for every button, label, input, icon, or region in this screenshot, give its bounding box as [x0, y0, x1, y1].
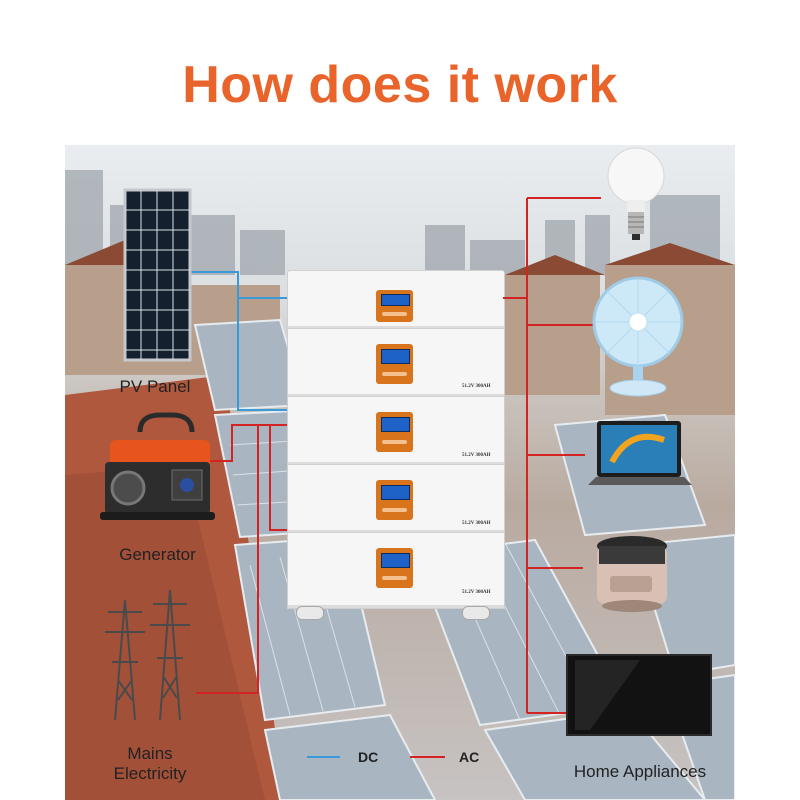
ac-input-line [196, 424, 287, 694]
generator-icon [100, 412, 215, 520]
power-pylon-icon [105, 589, 190, 721]
lcd-screen [381, 485, 410, 500]
lcd-screen [381, 553, 410, 568]
mains-label-line: Electricity [113, 764, 187, 783]
lcd-screen [381, 294, 410, 306]
module-spec-label: 51.2V 300AH [462, 384, 491, 389]
caster-wheel [296, 606, 324, 620]
laptop-icon [588, 421, 692, 485]
solar-panel-icon [123, 188, 192, 362]
control-buttons [382, 312, 407, 316]
module-display [376, 344, 413, 384]
rice-cooker-icon [597, 536, 667, 612]
module-spec-label: 51.2V 300AH [462, 453, 491, 458]
light-bulb-icon [607, 147, 665, 240]
legend-ac-label: AC [459, 749, 480, 765]
page-title: How does it work [182, 56, 618, 114]
dc-line [190, 271, 287, 411]
status-leds [382, 508, 407, 512]
control-panel [376, 290, 413, 322]
caster-wheel [462, 606, 490, 620]
television-icon [566, 654, 712, 736]
module-spec-label: 51.2V 300AH [462, 590, 491, 595]
mains-electricity-label: Mains Electricity [100, 744, 200, 784]
legend-dc-label: DC [358, 749, 379, 765]
mains-label-line: Mains [127, 744, 173, 763]
ac-output-bus [503, 197, 603, 714]
generator-label: Generator [119, 545, 196, 564]
lcd-screen [381, 349, 410, 364]
status-leds [382, 372, 407, 376]
status-leds [382, 440, 407, 444]
home-appliances-label: Home Appliances [573, 762, 707, 781]
desk-fan-icon [592, 276, 684, 397]
module-display [376, 480, 413, 520]
pv-panel-label: PV Panel [119, 377, 191, 396]
module-spec-label: 51.2V 300AH [462, 521, 491, 526]
lcd-screen [381, 417, 410, 432]
status-leds [382, 576, 407, 580]
module-display [376, 412, 413, 452]
module-display [376, 548, 413, 588]
